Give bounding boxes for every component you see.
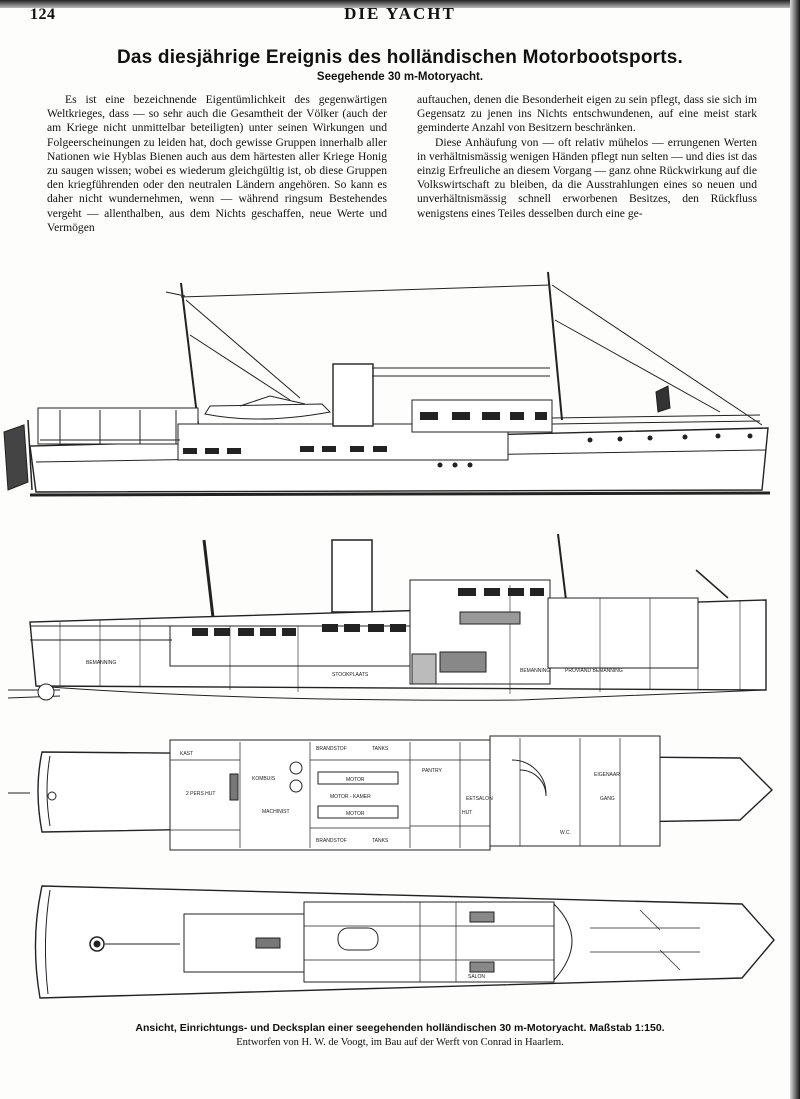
drawing-label: BEMANNING — [520, 668, 550, 674]
drawing-label: SALON — [468, 974, 485, 980]
drawing-label: MOTOR - KAMER — [330, 794, 371, 800]
drawing-label: W.C. — [560, 830, 571, 836]
article-subtitle: Seegehende 30 m-Motoryacht. — [316, 71, 484, 83]
running-head: DIE YACHT — [344, 4, 456, 23]
drawing-label: BEMANNING — [86, 660, 116, 666]
drawing-label: PANTRY — [422, 768, 442, 774]
article-title: Das diesjährige Ereignis des holländisch… — [116, 47, 684, 68]
page-number: 124 — [30, 6, 56, 23]
drawing-label: BRANDSTOF — [316, 746, 347, 752]
drawing-label: TANKS — [372, 838, 389, 844]
exterior-elevation — [3, 271, 771, 497]
drawing-label: GANG — [600, 796, 615, 802]
figure-caption: Ansicht, Einrichtungs- und Decksplan ein… — [135, 1022, 665, 1034]
paragraph: Diese Anhäufung von — oft relativ mühelo… — [417, 135, 757, 220]
drawing-label: MOTOR — [346, 811, 365, 817]
scan-edge-right — [790, 0, 800, 1099]
scan-edge-top — [0, 0, 800, 8]
drawing-label: EETSALON — [466, 796, 493, 802]
paragraph: auftauchen, denen die Besonderheit eigen… — [417, 93, 757, 135]
paragraph: Es ist eine bezeichnende Eigentümlichkei… — [47, 93, 387, 234]
drawing-label: KOMBUIS — [252, 776, 276, 782]
drawing-label: TANKS — [372, 746, 389, 752]
drawing-label: MACHINIST — [262, 809, 290, 815]
drawing-label: KAST — [180, 751, 193, 757]
longitudinal-section: BEMANNING STOOKPLAATS BEMANNING PROVIAND… — [7, 533, 767, 701]
text-column-right: auftauchen, denen die Besonderheit eigen… — [417, 93, 757, 221]
deck-plan: SALON — [34, 885, 775, 999]
drawing-label: BRANDSTOF — [316, 838, 347, 844]
drawing-label: EIGENAAR — [594, 772, 620, 778]
yacht-plans-illustration: BEMANNING STOOKPLAATS BEMANNING PROVIAND… — [3, 271, 775, 999]
figure-credit: Entworfen von H. W. de Voogt, im Bau auf… — [236, 1037, 564, 1048]
drawing-label: 2 PERS HUT — [186, 791, 215, 797]
drawing-label: HUT — [462, 810, 472, 816]
drawing-label: MOTOR — [346, 777, 365, 783]
accommodation-plan: KAST BRANDSTOF TANKS BRANDSTOF TANKS MOT… — [8, 735, 774, 851]
drawing-label: STOOKPLAATS — [332, 672, 369, 678]
drawing-label: PROVIAND BEMANNING — [565, 668, 623, 674]
text-column-left: Es ist eine bezeichnende Eigentümlichkei… — [47, 93, 387, 235]
